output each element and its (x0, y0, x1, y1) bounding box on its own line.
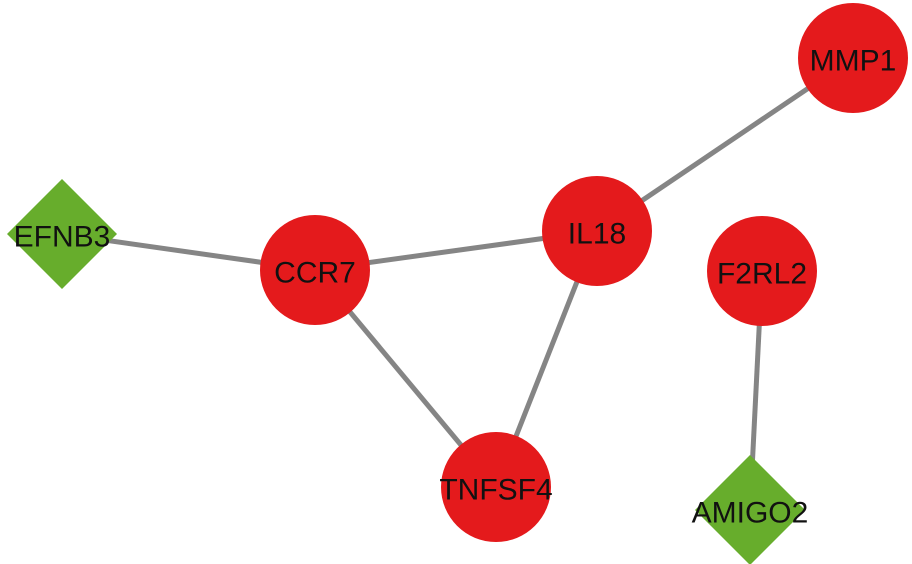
node-label: IL18 (568, 218, 626, 251)
node-efnb3[interactable]: EFNB3 (7, 179, 117, 289)
node-ccr7[interactable]: CCR7 (260, 215, 370, 325)
node-f2rl2[interactable]: F2RL2 (707, 216, 817, 326)
circle-node-shape (542, 176, 652, 286)
circle-node-shape (798, 3, 908, 113)
node-label: F2RL2 (717, 258, 807, 291)
node-label: TNFSF4 (439, 474, 552, 507)
node-tnfsf4[interactable]: TNFSF4 (439, 432, 553, 542)
node-label: AMIGO2 (692, 497, 809, 530)
node-mmp1[interactable]: MMP1 (798, 3, 908, 113)
diamond-node-shape (7, 179, 117, 289)
circle-node-shape (707, 216, 817, 326)
node-il18[interactable]: IL18 (542, 176, 652, 286)
node-label: MMP1 (810, 45, 897, 78)
diamond-node-shape (695, 455, 805, 564)
circle-node-shape (441, 432, 551, 542)
circle-node-shape (260, 215, 370, 325)
node-label: EFNB3 (14, 221, 111, 254)
node-amigo2[interactable]: AMIGO2 (692, 455, 809, 564)
node-label: CCR7 (274, 257, 356, 290)
